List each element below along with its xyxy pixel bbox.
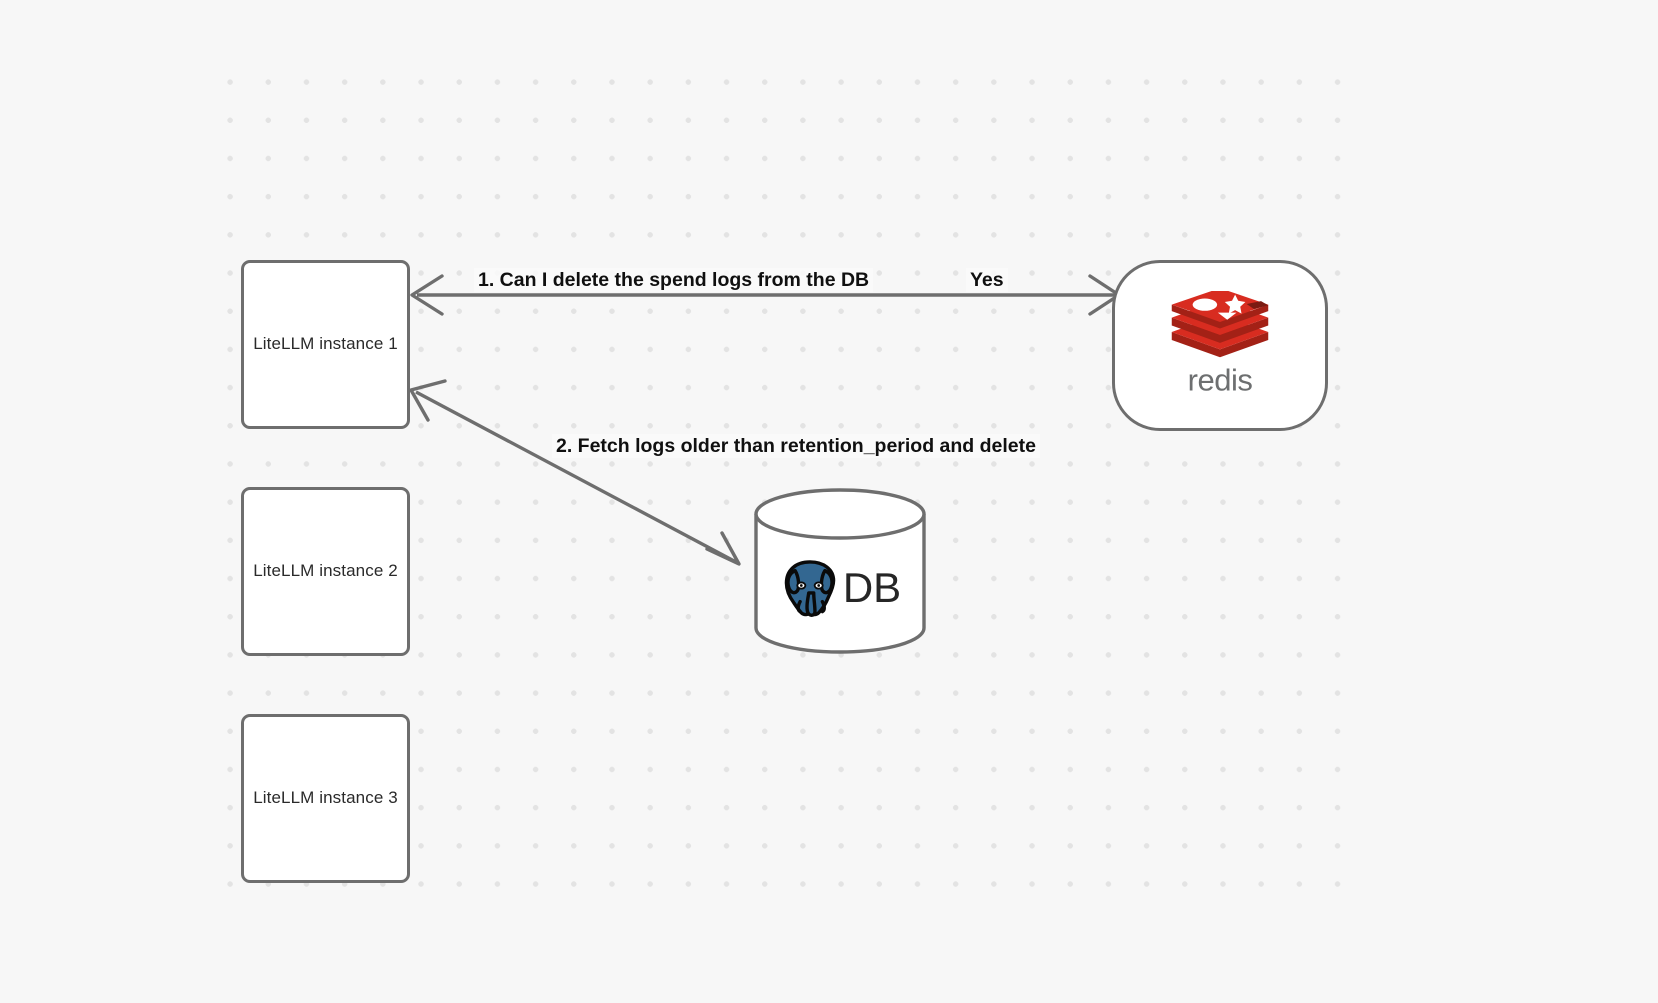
node-litellm-instance-2-label: LiteLLM instance 2 [253, 561, 398, 581]
edge-2-label: 2. Fetch logs older than retention_perio… [552, 434, 1040, 459]
database-label: DB [842, 564, 902, 611]
redis-logo-icon [1171, 290, 1269, 357]
node-litellm-instance-3-label: LiteLLM instance 3 [253, 788, 398, 808]
node-litellm-instance-3[interactable]: LiteLLM instance 3 [241, 714, 410, 883]
edge-1-response-label: Yes [966, 268, 1008, 293]
edge-2-arrowhead-downright [705, 531, 741, 566]
edge-2-line [415, 390, 737, 564]
edge-1-label: 1. Can I delete the spend logs from the … [474, 268, 874, 293]
redis-wordmark-text: redis [1188, 362, 1253, 397]
node-litellm-instance-2[interactable]: LiteLLM instance 2 [241, 487, 410, 656]
database-cylinder-shape [754, 488, 926, 654]
svg-text:redis: redis [1188, 362, 1253, 397]
node-redis[interactable]: redis [1112, 260, 1328, 431]
node-litellm-instance-1-label: LiteLLM instance 1 [253, 334, 398, 354]
node-litellm-instance-1[interactable]: LiteLLM instance 1 [241, 260, 410, 429]
edge-litellm1-to-db [409, 379, 741, 566]
postgresql-elephant-icon [784, 560, 836, 617]
edge-2-arrowhead-upleft [409, 379, 447, 422]
edge-1-arrowhead-left [410, 274, 444, 316]
node-database[interactable]: DB [752, 488, 928, 654]
